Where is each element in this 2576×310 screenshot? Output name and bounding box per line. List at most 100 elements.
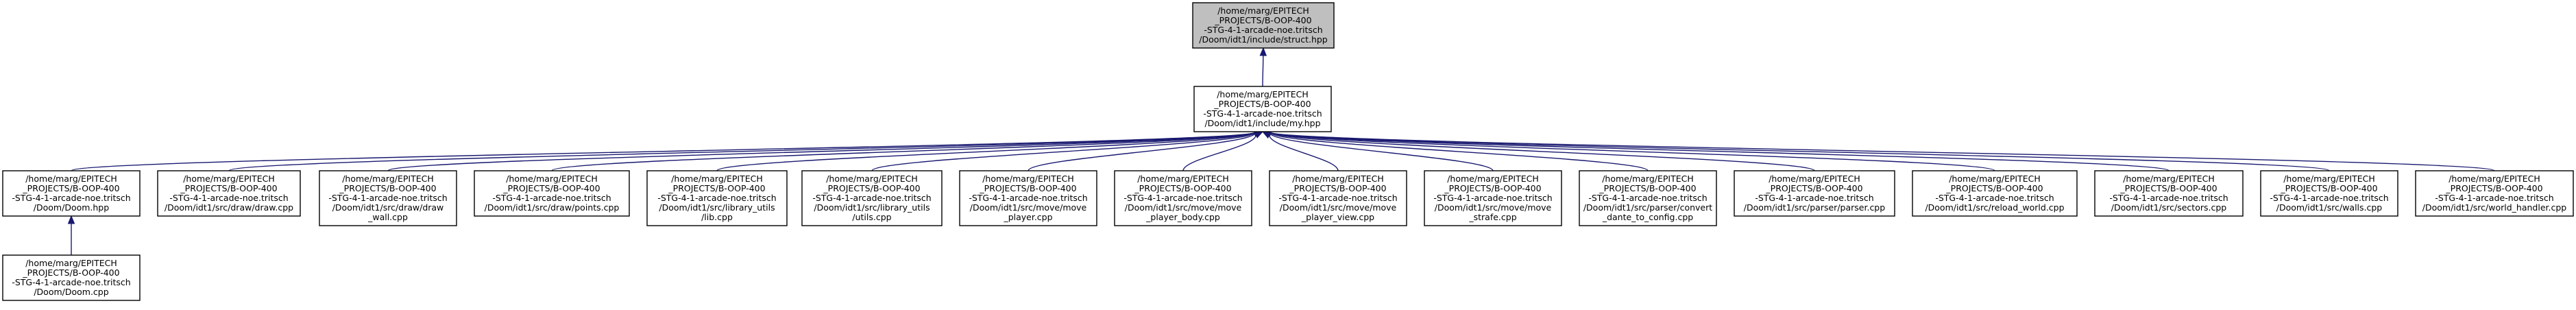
- node-box: [2, 170, 141, 217]
- edge-doom_cpp-to-doom_hpp: [67, 215, 75, 256]
- nodes-layer: /home/marg/EPITECH_PROJECTS/B-OOP-400-ST…: [2, 2, 2574, 301]
- node-box: [1192, 2, 1335, 49]
- edge-line: [1269, 134, 1339, 171]
- node-label-line: _PROJECTS/B-OOP-400: [22, 267, 119, 278]
- node-move_strafe_cpp[interactable]: /home/marg/EPITECH_PROJECTS/B-OOP-400-ST…: [1424, 170, 1562, 226]
- edge-line: [228, 131, 1256, 171]
- edge-line: [1028, 132, 1256, 171]
- node-utils_cpp[interactable]: /home/marg/EPITECH_PROJECTS/B-OOP-400-ST…: [801, 170, 943, 226]
- node-label-line: -STG-4-1-arcade-noe.tritsch: [969, 193, 1087, 203]
- node-label-line: _dante_to_config.cpp: [1602, 212, 1693, 222]
- edge-line: [1269, 131, 2170, 171]
- node-label-line: /Doom/idt1/src/draw/draw: [332, 202, 444, 213]
- node-label-line: _PROJECTS/B-OOP-400: [668, 183, 765, 193]
- node-reload_world_cpp[interactable]: /home/marg/EPITECH_PROJECTS/B-OOP-400-ST…: [1912, 170, 2078, 217]
- node-box: [1579, 170, 1717, 226]
- node-label-line: /Doom/idt1/src/library_utils: [659, 202, 775, 213]
- node-label-line: /Doom/idt1/src/parser/parser.cpp: [1744, 202, 1885, 213]
- node-box: [2415, 170, 2574, 217]
- node-box: [1734, 170, 1895, 217]
- node-walls_cpp[interactable]: /home/marg/EPITECH_PROJECTS/B-OOP-400-ST…: [2260, 170, 2398, 217]
- node-label-line: _player_body.cpp: [1145, 212, 1220, 222]
- node-label-line: _player_view.cpp: [1301, 212, 1374, 222]
- node-parser_cpp[interactable]: /home/marg/EPITECH_PROJECTS/B-OOP-400-ST…: [1734, 170, 1895, 217]
- node-my_hpp[interactable]: /home/marg/EPITECH_PROJECTS/B-OOP-400-ST…: [1193, 86, 1332, 132]
- node-label-line: _PROJECTS/B-OOP-400: [2445, 183, 2542, 193]
- node-label-line: _PROJECTS/B-OOP-400: [2119, 183, 2217, 193]
- node-label-line: _strafe.cpp: [1468, 212, 1516, 222]
- edge-line: [871, 132, 1256, 171]
- node-label-line: /home/marg/EPITECH: [1447, 174, 1539, 184]
- node-label-line: /home/marg/EPITECH: [1602, 174, 1694, 184]
- edge-line: [716, 132, 1256, 171]
- edge-world_handler_cpp-to-my_hpp: [1261, 128, 2495, 171]
- node-box: [157, 170, 301, 217]
- edge-my_hpp-to-struct_hpp: [1259, 47, 1267, 87]
- node-label-line: /home/marg/EPITECH: [506, 174, 598, 184]
- node-label-line: -STG-4-1-arcade-noe.tritsch: [1123, 193, 1242, 203]
- arrow-head: [1259, 47, 1267, 56]
- node-label-line: /home/marg/EPITECH: [1769, 174, 1860, 184]
- node-label-line: /home/marg/EPITECH: [982, 174, 1074, 184]
- node-label-line: /Doom/idt1/src/draw/points.cpp: [485, 202, 620, 213]
- node-box: [2, 254, 141, 301]
- node-points_cpp[interactable]: /home/marg/EPITECH_PROJECTS/B-OOP-400-ST…: [474, 170, 630, 217]
- node-label-line: _PROJECTS/B-OOP-400: [1599, 183, 1696, 193]
- node-label-line: /Doom/idt1/src/draw/draw.cpp: [165, 202, 293, 213]
- edge-reload_world_cpp-to-my_hpp: [1261, 128, 1995, 171]
- edge-draw_wall_cpp-to-my_hpp: [387, 128, 1264, 171]
- node-label-line: /home/marg/EPITECH: [2449, 174, 2540, 184]
- node-label-line: _player.cpp: [1003, 212, 1052, 222]
- node-label-line: /lib.cpp: [701, 212, 733, 222]
- node-convert_cpp[interactable]: /home/marg/EPITECH_PROJECTS/B-OOP-400-ST…: [1579, 170, 1717, 226]
- node-label-line: /utils.cpp: [852, 212, 891, 222]
- node-doom_hpp[interactable]: /home/marg/EPITECH_PROJECTS/B-OOP-400-ST…: [2, 170, 141, 217]
- node-move_player_body_cpp[interactable]: /home/marg/EPITECH_PROJECTS/B-OOP-400-ST…: [1114, 170, 1252, 226]
- edge-line: [1269, 132, 1494, 171]
- edge-line: [1269, 131, 2495, 171]
- node-label-line: /Doom/idt1/src/move/move: [1280, 202, 1397, 213]
- edge-line: [1269, 131, 1995, 171]
- node-doom_cpp[interactable]: /home/marg/EPITECH_PROJECTS/B-OOP-400-ST…: [2, 254, 141, 301]
- node-label-line: /home/marg/EPITECH: [1949, 174, 2041, 184]
- edge-sectors_cpp-to-my_hpp: [1261, 128, 2170, 171]
- edge-line: [551, 131, 1256, 171]
- node-label-line: -STG-4-1-arcade-noe.tritsch: [1204, 25, 1322, 35]
- node-world_handler_cpp[interactable]: /home/marg/EPITECH_PROJECTS/B-OOP-400-ST…: [2415, 170, 2574, 217]
- node-label-line: /Doom/idt1/include/my.hpp: [1204, 118, 1320, 128]
- node-label-line: -STG-4-1-arcade-noe.tritsch: [812, 193, 931, 203]
- node-label-line: _PROJECTS/B-OOP-400: [1444, 183, 1541, 193]
- node-label-line: /Doom/idt1/src/world_handler.cpp: [2422, 202, 2566, 213]
- node-box: [474, 170, 630, 217]
- node-label-line: -STG-4-1-arcade-noe.tritsch: [1755, 193, 1873, 203]
- node-label-line: _wall.cpp: [367, 212, 408, 222]
- edge-line: [387, 131, 1256, 171]
- node-label-line: /home/marg/EPITECH: [2283, 174, 2375, 184]
- node-move_player_cpp[interactable]: /home/marg/EPITECH_PROJECTS/B-OOP-400-ST…: [959, 170, 1097, 226]
- node-box: [801, 170, 943, 226]
- node-label-line: -STG-4-1-arcade-noe.tritsch: [12, 277, 130, 287]
- node-label-line: /home/marg/EPITECH: [25, 174, 117, 184]
- node-label-line: _PROJECTS/B-OOP-400: [1945, 183, 2043, 193]
- node-label-line: -STG-4-1-arcade-noe.tritsch: [1433, 193, 1552, 203]
- node-box: [319, 170, 457, 226]
- node-box: [1114, 170, 1252, 226]
- node-label-line: /Doom/idt1/src/move/move: [1125, 202, 1242, 213]
- node-lib_cpp[interactable]: /home/marg/EPITECH_PROJECTS/B-OOP-400-ST…: [646, 170, 788, 226]
- node-draw_cpp[interactable]: /home/marg/EPITECH_PROJECTS/B-OOP-400-ST…: [157, 170, 301, 217]
- node-draw_wall_cpp[interactable]: /home/marg/EPITECH_PROJECTS/B-OOP-400-ST…: [319, 170, 457, 226]
- node-move_player_view_cpp[interactable]: /home/marg/EPITECH_PROJECTS/B-OOP-400-ST…: [1269, 170, 1407, 226]
- node-struct_hpp[interactable]: /home/marg/EPITECH_PROJECTS/B-OOP-400-ST…: [1192, 2, 1335, 49]
- node-label-line: /home/marg/EPITECH: [1137, 174, 1229, 184]
- node-box: [959, 170, 1097, 226]
- node-label-line: /Doom/idt1/src/sectors.cpp: [2111, 202, 2227, 213]
- node-label-line: /Doom/idt1/src/reload_world.cpp: [1925, 202, 2064, 213]
- node-box: [1424, 170, 1562, 226]
- node-label-line: /Doom/idt1/src/walls.cpp: [2276, 202, 2383, 213]
- node-label-line: /Doom/idt1/src/library_utils: [814, 202, 929, 213]
- node-sectors_cpp[interactable]: /home/marg/EPITECH_PROJECTS/B-OOP-400-ST…: [2094, 170, 2244, 217]
- node-label-line: -STG-4-1-arcade-noe.tritsch: [492, 193, 611, 203]
- node-label-line: -STG-4-1-arcade-noe.tritsch: [2435, 193, 2553, 203]
- node-label-line: _PROJECTS/B-OOP-400: [502, 183, 600, 193]
- node-label-line: /home/marg/EPITECH: [671, 174, 763, 184]
